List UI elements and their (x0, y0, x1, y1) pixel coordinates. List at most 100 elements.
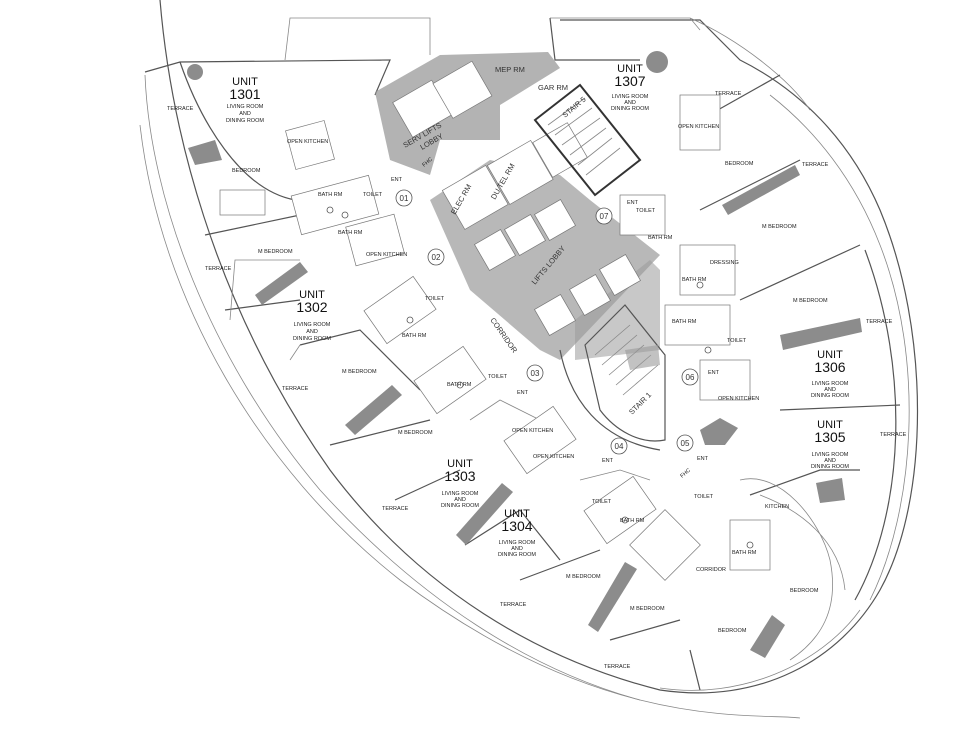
unit-room-line: AND (824, 458, 836, 464)
fhc-label: FHC (421, 157, 434, 169)
corridor-label: CORRIDOR (696, 567, 726, 573)
tag-circle (595, 207, 613, 225)
open-kitchen-label: OPEN KITCHEN (718, 396, 759, 402)
terrace-label: TERRACE (866, 319, 893, 325)
unit-room-line: LIVING ROOM (812, 381, 849, 387)
dressing-label: DRESSING (710, 260, 739, 266)
stair-5-label: STAIR 5 (561, 95, 588, 120)
bathroom-label: BATH RM (620, 518, 645, 524)
garbage-room-label: GAR RM (538, 83, 568, 92)
bathroom-label: BATH RM (338, 230, 363, 236)
unit-room-line: AND (454, 497, 466, 503)
open-kitchen-label: OPEN KITCHEN (366, 252, 407, 258)
unit-label: UNIT (504, 508, 530, 520)
terrace-label: TERRACE (604, 664, 631, 670)
entry-tag-03: 03 (531, 369, 540, 378)
unit-room-line: AND (624, 100, 636, 106)
unit-number: 1305 (814, 429, 845, 445)
building-envelope (139, 0, 919, 719)
unit-1306: UNIT 1306 LIVING ROOM AND DINING ROOM (811, 349, 849, 399)
toilet-label: TOILET (425, 296, 445, 302)
entry-tags: 01 02 03 04 05 06 07 (395, 189, 699, 455)
structural-walls (187, 51, 862, 658)
tag-circle (427, 248, 445, 266)
unit-number: 1306 (814, 359, 845, 375)
toilet-label: TOILET (694, 494, 714, 500)
master-bedroom-label: M BEDROOM (762, 224, 797, 230)
bathroom-label: BATH RM (682, 277, 707, 283)
unit-number: 1304 (501, 518, 532, 534)
open-kitchen-label: OPEN KITCHEN (287, 139, 328, 145)
unit-room-line: AND (306, 329, 318, 335)
unit-room-line: DINING ROOM (611, 106, 649, 112)
room-labels: TERRACE TERRACE TERRACE TERRACE TERRACE … (167, 91, 907, 670)
unit-1301: UNIT 1301 LIVING ROOM AND DINING ROOM (226, 76, 264, 124)
terrace-label: TERRACE (167, 106, 194, 112)
master-bedroom-label: M BEDROOM (566, 574, 601, 580)
tag-circle (395, 189, 413, 207)
unit-room-line: AND (239, 111, 251, 117)
bathroom-fixtures (219, 94, 771, 581)
entrance-label: ENT (627, 200, 639, 206)
bathroom-label: BATH RM (732, 550, 757, 556)
unit-room-line: DINING ROOM (441, 503, 479, 509)
fhc-label-2: FHC (679, 468, 692, 480)
master-bedroom-label: M BEDROOM (398, 430, 433, 436)
unit-room-line: LIVING ROOM (612, 94, 649, 100)
entry-tag-01: 01 (400, 194, 409, 203)
unit-1307: UNIT 1307 LIVING ROOM AND DINING ROOM (611, 63, 649, 112)
unit-1305: UNIT 1305 LIVING ROOM AND DINING ROOM (811, 419, 849, 470)
kitchen-label: KITCHEN (765, 504, 789, 510)
tag-circle (676, 434, 694, 452)
mep-room-label: MEP RM (495, 65, 525, 74)
terrace-label: TERRACE (802, 162, 829, 168)
master-bedroom-label: M BEDROOM (793, 298, 828, 304)
unit-number: 1303 (444, 468, 475, 484)
terrace-label: TERRACE (282, 386, 309, 392)
bedroom-label: BEDROOM (790, 588, 819, 594)
unit-room-line: LIVING ROOM (499, 540, 536, 546)
unit-1303: UNIT 1303 LIVING ROOM AND DINING ROOM (441, 458, 479, 509)
unit-room-line: DINING ROOM (811, 464, 849, 470)
unit-room-line: LIVING ROOM (227, 104, 264, 110)
entry-tag-05: 05 (681, 439, 690, 448)
unit-room-line: DINING ROOM (811, 393, 849, 399)
bedroom-label: BEDROOM (725, 161, 754, 167)
entry-tag-04: 04 (615, 442, 624, 451)
unit-room-line: LIVING ROOM (812, 452, 849, 458)
toilet-label: TOILET (488, 374, 508, 380)
master-bedroom-label: M BEDROOM (258, 249, 293, 255)
unit-room-line: DINING ROOM (498, 552, 536, 558)
unit-label: UNIT (299, 289, 325, 301)
unit-room-line: DINING ROOM (226, 118, 264, 124)
bedroom-label: BEDROOM (718, 628, 747, 634)
entry-tag-02: 02 (432, 253, 441, 262)
unit-label: UNIT (447, 458, 473, 470)
bathroom-label: BATH RM (672, 319, 697, 325)
entrance-label: ENT (391, 177, 403, 183)
toilet-label: TOILET (636, 208, 656, 214)
unit-room-line: AND (511, 546, 523, 552)
entrance-label: ENT (708, 370, 720, 376)
entry-tag-06: 06 (686, 373, 695, 382)
open-kitchen-label: OPEN KITCHEN (678, 124, 719, 130)
unit-1302: UNIT 1302 LIVING ROOM AND DINING ROOM (293, 289, 331, 342)
unit-label: UNIT (817, 349, 843, 361)
stair-1-label: STAIR 1 (627, 390, 653, 416)
bathroom-label: BATH RM (648, 235, 673, 241)
entry-tag-07: 07 (600, 212, 609, 221)
terrace-label: TERRACE (715, 91, 742, 97)
bathroom-label: BATH RM (402, 333, 427, 339)
open-kitchen-label: OPEN KITCHEN (533, 454, 574, 460)
terrace-label: TERRACE (500, 602, 527, 608)
unit-room-line: AND (824, 387, 836, 393)
bathroom-label: BATH RM (447, 382, 472, 388)
open-kitchen-label: OPEN KITCHEN (512, 428, 553, 434)
entrance-label: ENT (517, 390, 529, 396)
unit-room-line: LIVING ROOM (442, 491, 479, 497)
tag-circle (681, 368, 699, 386)
master-bedroom-label: M BEDROOM (630, 606, 665, 612)
toilet-label: TOILET (592, 499, 612, 505)
unit-label: UNIT (232, 76, 258, 88)
